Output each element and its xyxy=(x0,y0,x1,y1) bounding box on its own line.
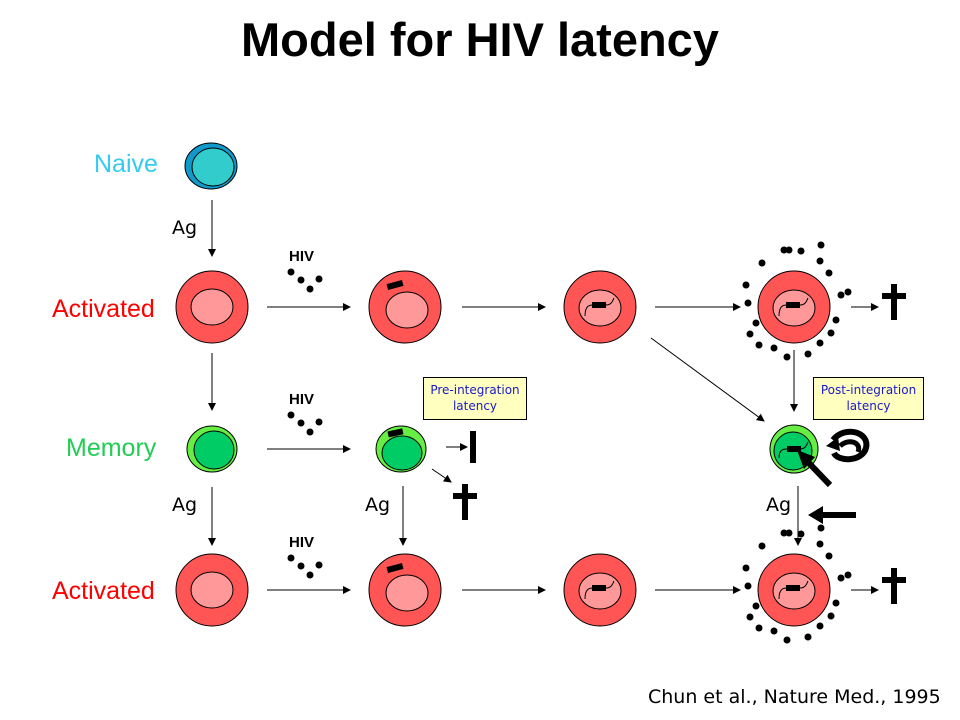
budding-virion xyxy=(755,341,763,349)
activated-cell-top-2 xyxy=(368,270,442,344)
hiv-virions-middle xyxy=(287,411,323,436)
budding-virion xyxy=(755,624,763,632)
ag-label-memory-mid: Ag xyxy=(365,494,391,516)
budding-virion xyxy=(746,613,754,621)
budding-virion xyxy=(746,330,754,338)
activated-cell-top-3 xyxy=(563,270,637,344)
hiv-label-top: HIV xyxy=(289,248,315,265)
post-integration-latency-note: Post-integration latency xyxy=(813,377,924,420)
thick-arrow-left-icon xyxy=(808,506,856,524)
dagger-icon xyxy=(453,484,477,520)
label-activated-top: Activated xyxy=(52,295,155,323)
budding-virion xyxy=(744,299,752,307)
recycle-loop-icon xyxy=(826,428,870,463)
budding-virion xyxy=(758,259,766,267)
budding-virion xyxy=(804,350,812,358)
budding-virion xyxy=(744,582,752,590)
viral-rna-icon xyxy=(386,280,404,290)
budding-virion xyxy=(758,542,766,550)
ag-label-memory-right: Ag xyxy=(766,494,792,516)
budding-virion xyxy=(827,612,835,620)
dagger-icon xyxy=(882,568,906,604)
budding-virions-top xyxy=(742,241,852,361)
activated-cell-top-4-virus-producing xyxy=(757,270,831,344)
page-title: Model for HIV latency xyxy=(241,13,719,66)
budding-virions-bottom xyxy=(742,524,852,644)
hiv-virions-top xyxy=(287,268,323,293)
ag-label-memory-left: Ag xyxy=(172,494,198,516)
budding-virion xyxy=(780,529,788,537)
naive-cell xyxy=(184,142,238,190)
label-activated-bottom: Activated xyxy=(52,577,155,605)
budding-virion xyxy=(816,339,824,347)
budding-virion xyxy=(825,552,833,560)
budding-virion xyxy=(785,529,793,537)
budding-virion xyxy=(752,602,760,610)
budding-virion xyxy=(832,599,840,607)
budding-virion xyxy=(783,353,791,361)
budding-virion xyxy=(825,269,833,277)
budding-virion xyxy=(816,257,824,265)
hiv-virions-bottom xyxy=(287,554,323,579)
budding-virion xyxy=(844,288,852,296)
activated-cell-top-1 xyxy=(175,270,249,344)
budding-virion xyxy=(785,246,793,254)
memory-cell-1 xyxy=(186,425,238,473)
budding-virion xyxy=(817,524,825,532)
budding-virion xyxy=(797,247,805,255)
hiv-label-middle: HIV xyxy=(289,391,315,408)
hiv-label-bottom: HIV xyxy=(289,534,315,551)
budding-virion xyxy=(827,329,835,337)
activated-cell-bottom-3 xyxy=(563,553,637,627)
budding-virion xyxy=(817,241,825,249)
budding-virion xyxy=(832,316,840,324)
block-bar-icon xyxy=(470,431,476,463)
budding-virion xyxy=(780,246,788,254)
budding-virion xyxy=(742,564,750,572)
budding-virion xyxy=(797,530,805,538)
activated-cell-bottom-2 xyxy=(368,553,442,627)
pre-integration-latency-note: Pre-integration latency xyxy=(423,377,527,420)
memory-cell-2-unintegrated xyxy=(375,425,427,473)
dagger-icon xyxy=(882,284,906,320)
ag-label-naive: Ag xyxy=(172,217,198,239)
budding-virion xyxy=(837,291,845,299)
arrow-memory-death xyxy=(431,468,452,483)
budding-virion xyxy=(770,627,778,635)
budding-virion xyxy=(844,571,852,579)
activated-cell-bottom-4-virus-producing xyxy=(757,553,831,627)
budding-virion xyxy=(816,622,824,630)
budding-virion xyxy=(770,344,778,352)
budding-virion xyxy=(783,636,791,644)
budding-virion xyxy=(742,281,750,289)
label-naive: Naive xyxy=(94,150,158,178)
label-memory: Memory xyxy=(66,434,157,462)
budding-virion xyxy=(752,319,760,327)
budding-virion xyxy=(816,540,824,548)
activated-cell-bottom-1 xyxy=(175,553,249,627)
budding-virion xyxy=(804,633,812,641)
thick-arrow-into-latent-icon xyxy=(797,450,833,488)
arrow-diag-to-latent xyxy=(650,337,765,422)
citation: Chun et al., Nature Med., 1995 xyxy=(648,686,941,708)
budding-virion xyxy=(837,574,845,582)
